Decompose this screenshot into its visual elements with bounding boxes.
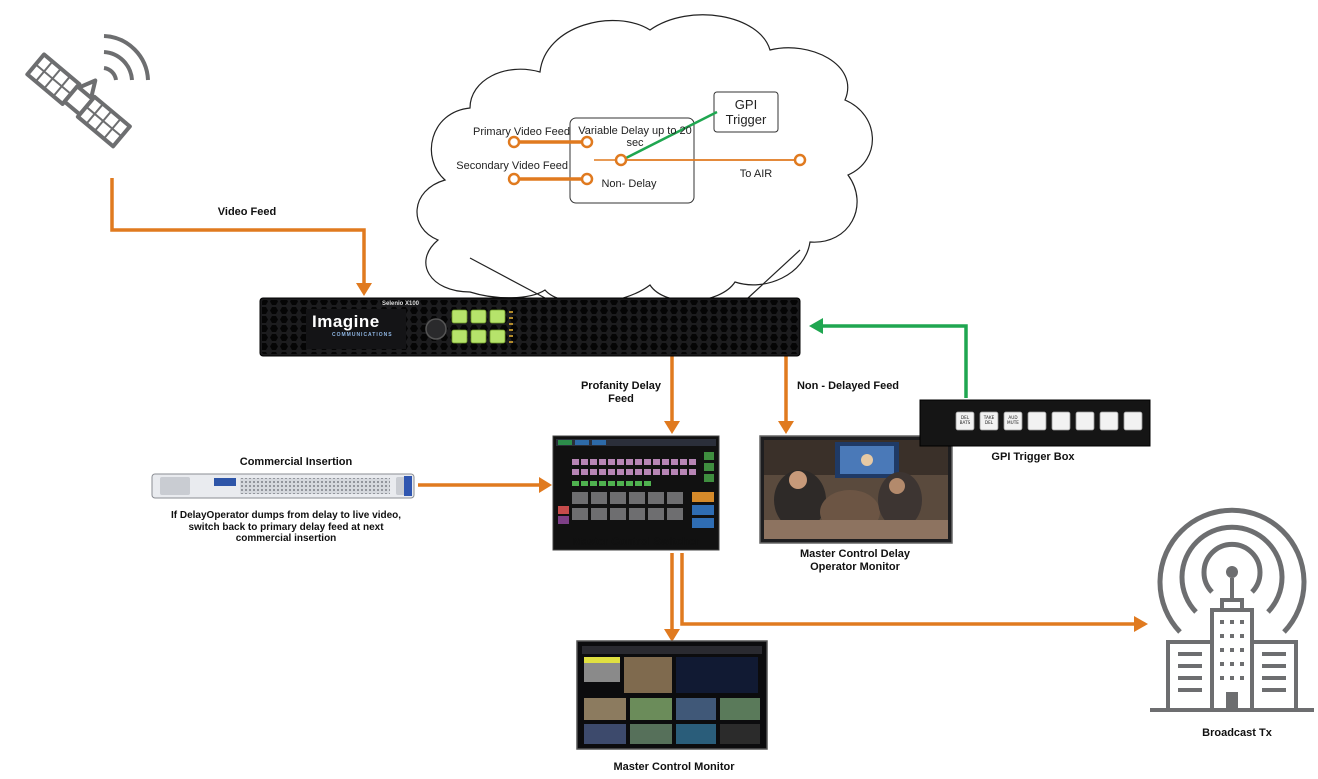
to-air-node — [793, 153, 807, 167]
switcher-button-rows — [572, 459, 696, 475]
primary-feed-label: Primary Video Feed — [472, 126, 570, 138]
feed-connectors — [110, 178, 1135, 630]
primary-feed-start-node — [507, 135, 521, 149]
secondary-feed-start-node — [507, 172, 521, 186]
broadcast-tx-label: Broadcast Tx — [1202, 727, 1272, 739]
secondary-feed-end-node — [580, 172, 594, 186]
gpi-arrowhead — [809, 318, 823, 334]
gpi-button-4 — [1027, 411, 1047, 431]
device-brand-label: Imagine — [312, 312, 380, 331]
video-feed-line — [110, 178, 366, 284]
gpi-control-line — [621, 110, 718, 162]
arrowheads — [356, 283, 1148, 642]
gpi-button-label: TAKE — [983, 415, 995, 420]
commercial-insertion-label: Commercial Insertion — [239, 456, 353, 468]
profanity-delay-feed-label: Profanity Delay Feed — [580, 380, 662, 405]
gpi-button-6 — [1075, 411, 1095, 431]
video-feed-label: Video Feed — [217, 206, 277, 218]
gpi-button-2 — [979, 411, 999, 431]
master-control-monitor-label: Master Control Monitor — [613, 761, 735, 773]
master-control-switcher-label: Master Control Switcher — [572, 536, 700, 548]
gpi-button-8 — [1123, 411, 1143, 431]
gpi-button-1 — [955, 411, 975, 431]
cloud-feed-lines — [519, 140, 581, 181]
device-model-label: Selenio X100 — [382, 301, 420, 307]
gpi-button-label: BATS — [960, 420, 971, 425]
gpi-trigger-feedback-line — [822, 324, 968, 398]
commercial-insertion-server — [151, 473, 415, 499]
cloud-link-left — [469, 257, 546, 299]
broadcast-tower-icon — [1157, 507, 1307, 634]
delay-operator-monitor — [759, 435, 953, 544]
non-delayed-feed-label: Non - Delayed Feed — [796, 380, 900, 392]
commercial-insertion-note: If DelayOperator dumps from delay to liv… — [170, 510, 402, 544]
gpi-button-label: DEL — [961, 415, 970, 420]
delay-operator-monitor-label: Master Control Delay Operator Monitor — [799, 548, 911, 573]
switcher-to-tx-line — [680, 553, 1135, 626]
gpi-button-label: DEL — [985, 420, 994, 425]
building-windows — [1178, 620, 1286, 710]
gpi-trigger-box-label: GPI Trigger Box — [991, 451, 1075, 463]
gpi-trigger-label: GPI Trigger — [725, 97, 767, 127]
selenio-rack-device — [259, 297, 801, 357]
gpi-trigger-node — [713, 91, 779, 133]
gpi-button-label: AUD — [1008, 415, 1017, 420]
switch-pivot-node — [614, 153, 628, 167]
gpi-button-5 — [1051, 411, 1071, 431]
cloud-link-right — [747, 249, 801, 299]
secondary-feed-label: Secondary Video Feed — [456, 160, 568, 172]
to-air-label: To AIR — [739, 168, 773, 180]
non-delay-label: Non- Delay — [601, 178, 657, 190]
master-control-monitor — [576, 640, 768, 750]
gpi-button-7 — [1099, 411, 1119, 431]
device-brand-sub-label: COMMUNICATIONS — [332, 332, 393, 338]
variable-delay-label: Variable Delay up to 20 sec — [578, 125, 692, 149]
gpi-button-label: MUTE — [1007, 420, 1019, 425]
primary-feed-end-node — [580, 135, 594, 149]
gpi-button-3 — [1003, 411, 1023, 431]
master-control-switcher-screen — [552, 435, 720, 551]
satellite-icon — [25, 34, 150, 149]
